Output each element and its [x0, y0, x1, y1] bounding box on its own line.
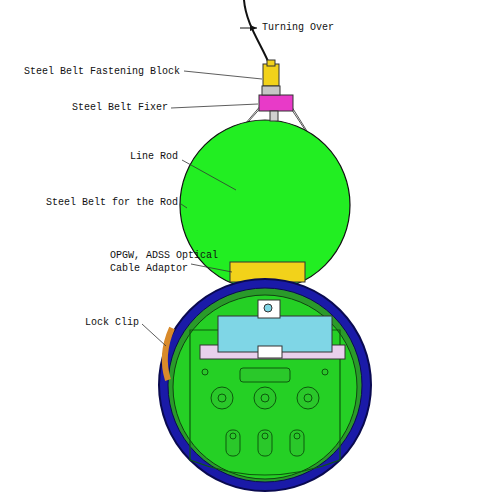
stem — [270, 111, 278, 121]
part-label: Steel Belt Fastening Block — [24, 65, 180, 78]
joint-box-tray — [173, 295, 357, 479]
joint-box-housing — [159, 279, 371, 491]
part-label: OPGW, ADSS Optical Cable Adaptor — [110, 249, 222, 275]
bolt — [264, 304, 272, 312]
pointer-label: Turning Over — [262, 21, 334, 34]
fastening-block — [263, 64, 279, 86]
bracket — [258, 346, 282, 358]
belt-fixer — [259, 95, 293, 111]
part-label: Line Rod — [130, 150, 178, 163]
pointer-arrow — [240, 28, 257, 29]
cable-ports — [202, 368, 328, 456]
lock-clip — [165, 328, 172, 380]
part-label: Steel Belt for the Rod — [46, 196, 178, 209]
belt-fixer — [262, 86, 280, 95]
part-label: Steel Belt Fixer — [72, 101, 168, 114]
joint-box-housing — [168, 288, 362, 482]
bracket — [258, 300, 280, 318]
part-label: Lock Clip — [85, 316, 139, 329]
fastening-block — [267, 60, 275, 66]
line-rod — [180, 120, 350, 290]
